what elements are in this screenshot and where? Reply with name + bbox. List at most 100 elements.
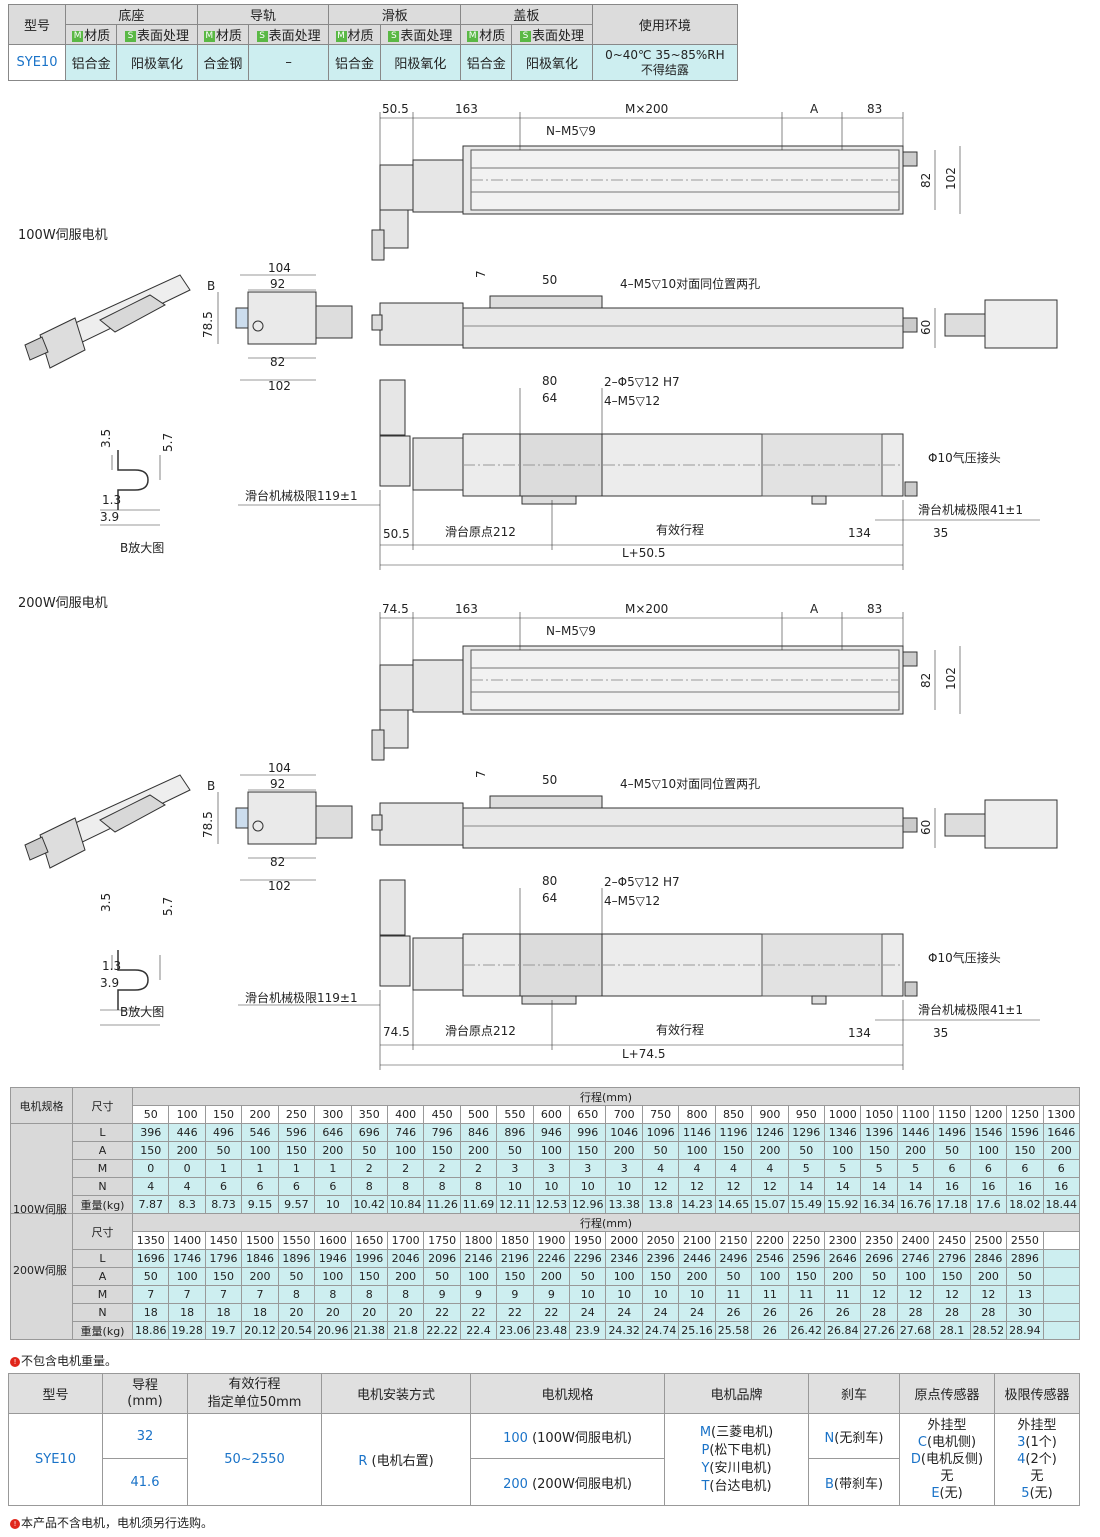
table-cell: A bbox=[72, 1267, 133, 1286]
table-cell: 22 bbox=[459, 1303, 498, 1322]
table-cell: 1796 bbox=[204, 1249, 243, 1268]
motor-label-200w: 200W伺服 bbox=[13, 1264, 67, 1277]
table-cell: 10 bbox=[496, 1177, 534, 1196]
env-header: 使用环境 bbox=[591, 4, 739, 45]
table-cell: 1300 bbox=[1042, 1105, 1081, 1124]
table-cell: 550 bbox=[496, 1105, 534, 1124]
desc: (电机侧) bbox=[926, 1435, 977, 1450]
table-cell: 行程(mm) bbox=[132, 1087, 1080, 1106]
table-cell: 4 bbox=[168, 1177, 206, 1196]
table-cell: 50 bbox=[204, 1141, 243, 1160]
table-cell: 24.74 bbox=[641, 1321, 680, 1340]
table-cell: M bbox=[72, 1159, 133, 1178]
table-cell: 18.02 bbox=[1006, 1195, 1044, 1214]
dim-label: 102 bbox=[268, 379, 291, 393]
table-cell: 200 bbox=[532, 1267, 571, 1286]
table-cell: 7 bbox=[131, 1285, 170, 1304]
table-cell: 16.76 bbox=[896, 1195, 935, 1214]
table-cell: 1 bbox=[241, 1159, 279, 1178]
table-cell: N bbox=[72, 1303, 133, 1322]
table-cell: 150 bbox=[496, 1267, 534, 1286]
table-cell: 1 bbox=[314, 1159, 352, 1178]
dim-label: 3.5 bbox=[99, 429, 113, 448]
dim-label: 3.5 bbox=[99, 893, 113, 912]
code: 3 bbox=[1017, 1435, 1026, 1450]
table-cell: 8 bbox=[350, 1177, 388, 1196]
table-cell: 1700 bbox=[386, 1231, 425, 1250]
table-cell: 1896 bbox=[277, 1249, 316, 1268]
table-cell: 10 bbox=[605, 1285, 643, 1304]
spec-value: – bbox=[247, 44, 330, 81]
table-cell: 18 bbox=[131, 1303, 170, 1322]
table-cell: 13 bbox=[1006, 1285, 1044, 1304]
table-cell: 10 bbox=[678, 1285, 716, 1304]
table-cell: 9 bbox=[532, 1285, 571, 1304]
dim-label: 104 bbox=[268, 261, 291, 275]
code: E bbox=[931, 1486, 940, 1501]
dim-label: 60 bbox=[919, 320, 933, 335]
order-header: 极限传感器 bbox=[994, 1373, 1080, 1414]
table-cell: 2446 bbox=[678, 1249, 716, 1268]
table-cell: 19.28 bbox=[168, 1321, 206, 1340]
stroke-note: !不包含电机重量。 bbox=[10, 1352, 117, 1369]
table-cell: 24 bbox=[641, 1303, 680, 1322]
spec-value: 铝合金 bbox=[460, 44, 513, 81]
slide-tap-note: 4–M5▽12 bbox=[604, 394, 660, 408]
table-cell: 946 bbox=[532, 1123, 571, 1142]
table-cell: 28 bbox=[969, 1303, 1008, 1322]
table-cell: 27.68 bbox=[896, 1321, 935, 1340]
table-cell: 150 bbox=[423, 1141, 461, 1160]
table-cell: 100 bbox=[386, 1141, 425, 1160]
table-cell: 21.38 bbox=[350, 1321, 388, 1340]
top-view-200w bbox=[371, 611, 961, 761]
model-header: 型号 bbox=[8, 4, 66, 45]
code: T bbox=[701, 1478, 710, 1494]
code: 4 bbox=[1017, 1452, 1026, 1467]
table-cell: 12.53 bbox=[532, 1195, 571, 1214]
order-model: SYE10 bbox=[8, 1413, 103, 1506]
plan-view-200w bbox=[237, 879, 1041, 1071]
table-cell: 100 bbox=[532, 1141, 571, 1160]
table-cell: 2596 bbox=[787, 1249, 826, 1268]
table-cell: 200 bbox=[896, 1141, 935, 1160]
table-cell: 100 bbox=[314, 1267, 352, 1286]
table-cell: 6 bbox=[277, 1177, 316, 1196]
table-cell: 10.42 bbox=[350, 1195, 388, 1214]
table-cell: 2100 bbox=[678, 1231, 716, 1250]
order-header: 刹车 bbox=[808, 1373, 900, 1414]
table-cell: 2296 bbox=[569, 1249, 607, 1268]
code: Y bbox=[701, 1460, 710, 1476]
table-cell: 1246 bbox=[751, 1123, 789, 1142]
table-cell: 100 bbox=[241, 1141, 279, 1160]
table-cell: 2046 bbox=[386, 1249, 425, 1268]
dim-label: 134 bbox=[848, 526, 871, 540]
table-cell: 950 bbox=[787, 1105, 826, 1124]
table-cell: L bbox=[72, 1123, 133, 1142]
dim-label: 50.5 bbox=[383, 527, 410, 541]
table-cell: 100 bbox=[824, 1141, 862, 1160]
dim-label: 3.9 bbox=[100, 510, 119, 524]
table-cell: 1446 bbox=[896, 1123, 935, 1142]
table-cell: 11 bbox=[787, 1285, 826, 1304]
dim-label: 83 bbox=[867, 102, 882, 116]
table-cell: 50 bbox=[131, 1105, 170, 1124]
table-cell: 796 bbox=[423, 1123, 461, 1142]
tap-note: N–M5▽9 bbox=[546, 624, 596, 638]
spec-value: 阳极氧化 bbox=[116, 44, 198, 81]
dim-label: A bbox=[810, 602, 819, 616]
m-mark: M bbox=[335, 31, 347, 42]
table-cell: 1196 bbox=[714, 1123, 753, 1142]
dim-label: M×200 bbox=[625, 602, 668, 616]
table-cell: 1900 bbox=[532, 1231, 571, 1250]
table-cell: 9.15 bbox=[241, 1195, 279, 1214]
dim-label: 50 bbox=[542, 273, 557, 287]
limit-sensor: 外挂型 3(1个) 4(2个) 无 5(无) bbox=[994, 1413, 1080, 1506]
table-cell: 2200 bbox=[751, 1231, 789, 1250]
table-cell: 50 bbox=[131, 1267, 170, 1286]
table-cell: 150 bbox=[350, 1267, 388, 1286]
table-cell: 2 bbox=[386, 1159, 425, 1178]
